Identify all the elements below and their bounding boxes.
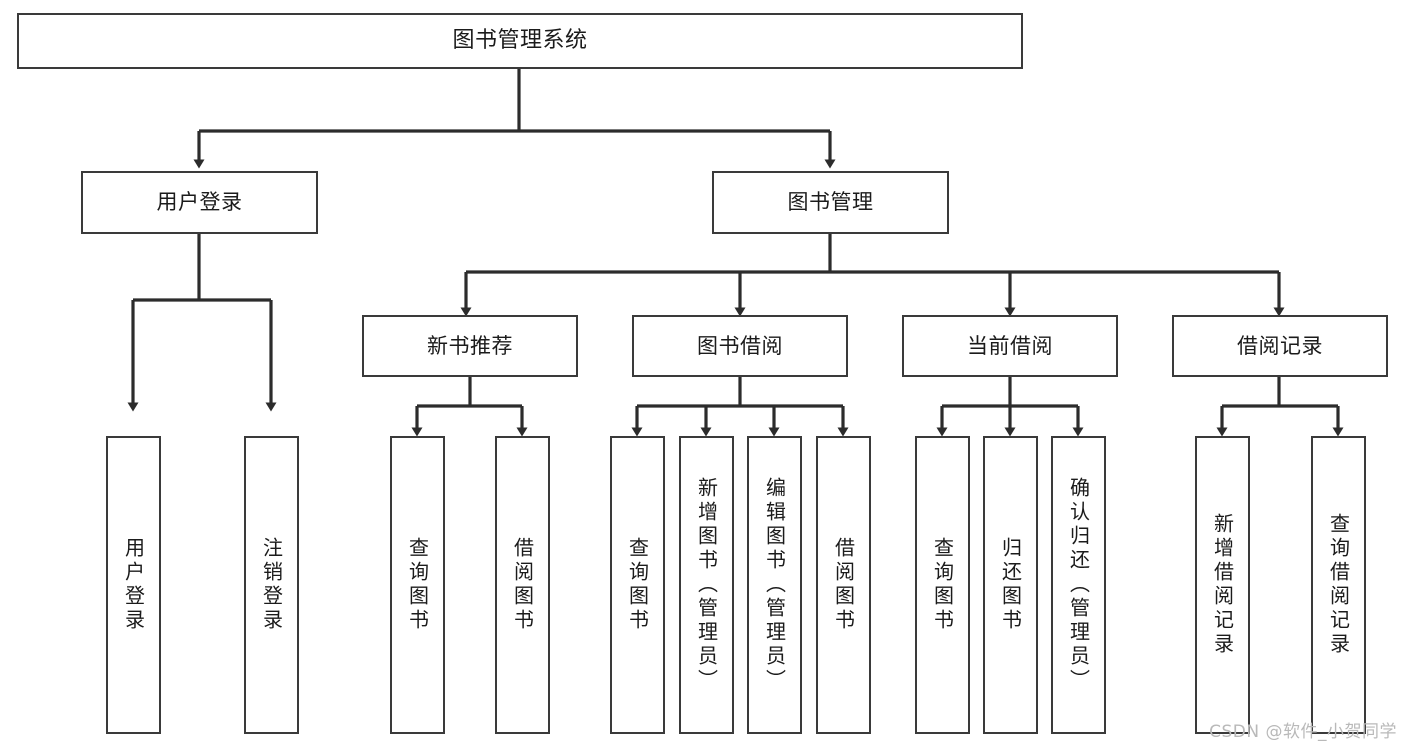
csdn-watermark: CSDN @软件_小贺同学 [1209, 722, 1397, 742]
leaf-user-login-label: 用户登录 [121, 537, 146, 633]
leaf-query-record[interactable]: 查询借阅记录 [1311, 436, 1366, 734]
node-new-book-recommend[interactable]: 新书推荐 [362, 315, 578, 377]
leaf-edit-book[interactable]: 编辑图书（管理员） [747, 436, 802, 734]
node-book-borrow[interactable]: 图书借阅 [632, 315, 848, 377]
leaf-return-book-label: 归还图书 [998, 537, 1023, 633]
leaf-confirm-return[interactable]: 确认归还（管理员） [1051, 436, 1106, 734]
leaf-logout[interactable]: 注销登录 [244, 436, 299, 734]
node-book-borrow-label: 图书借阅 [697, 333, 783, 358]
leaf-add-record[interactable]: 新增借阅记录 [1195, 436, 1250, 734]
leaf-borrow-book-2-label: 借阅图书 [831, 537, 856, 633]
leaf-logout-label: 注销登录 [259, 537, 284, 633]
node-new-book-recommend-label: 新书推荐 [427, 333, 513, 358]
leaf-user-login[interactable]: 用户登录 [106, 436, 161, 734]
leaf-add-book-label: 新增图书（管理员） [694, 477, 719, 693]
node-book-management-label: 图书管理 [787, 190, 874, 215]
node-root-label: 图书管理系统 [452, 28, 588, 54]
node-current-borrow-label: 当前借阅 [967, 333, 1053, 358]
node-borrow-record-label: 借阅记录 [1237, 333, 1323, 358]
node-borrow-record[interactable]: 借阅记录 [1172, 315, 1388, 377]
node-book-management[interactable]: 图书管理 [712, 171, 949, 234]
leaf-query-book-3[interactable]: 查询图书 [915, 436, 970, 734]
node-user-login-label: 用户登录 [156, 190, 243, 215]
node-user-login[interactable]: 用户登录 [81, 171, 318, 234]
leaf-return-book[interactable]: 归还图书 [983, 436, 1038, 734]
leaf-borrow-book-1[interactable]: 借阅图书 [495, 436, 550, 734]
leaf-query-book-2-label: 查询图书 [625, 537, 650, 633]
leaf-confirm-return-label: 确认归还（管理员） [1066, 477, 1091, 693]
leaf-edit-book-label: 编辑图书（管理员） [762, 477, 787, 693]
leaf-borrow-book-1-label: 借阅图书 [510, 537, 535, 633]
node-current-borrow[interactable]: 当前借阅 [902, 315, 1118, 377]
leaf-borrow-book-2[interactable]: 借阅图书 [816, 436, 871, 734]
leaf-query-book-2[interactable]: 查询图书 [610, 436, 665, 734]
leaf-query-book-1[interactable]: 查询图书 [390, 436, 445, 734]
leaf-query-book-1-label: 查询图书 [405, 537, 430, 633]
leaf-add-book[interactable]: 新增图书（管理员） [679, 436, 734, 734]
leaf-add-record-label: 新增借阅记录 [1210, 513, 1235, 657]
node-root[interactable]: 图书管理系统 [17, 13, 1023, 69]
leaf-query-book-3-label: 查询图书 [930, 537, 955, 633]
leaf-query-record-label: 查询借阅记录 [1326, 513, 1351, 657]
